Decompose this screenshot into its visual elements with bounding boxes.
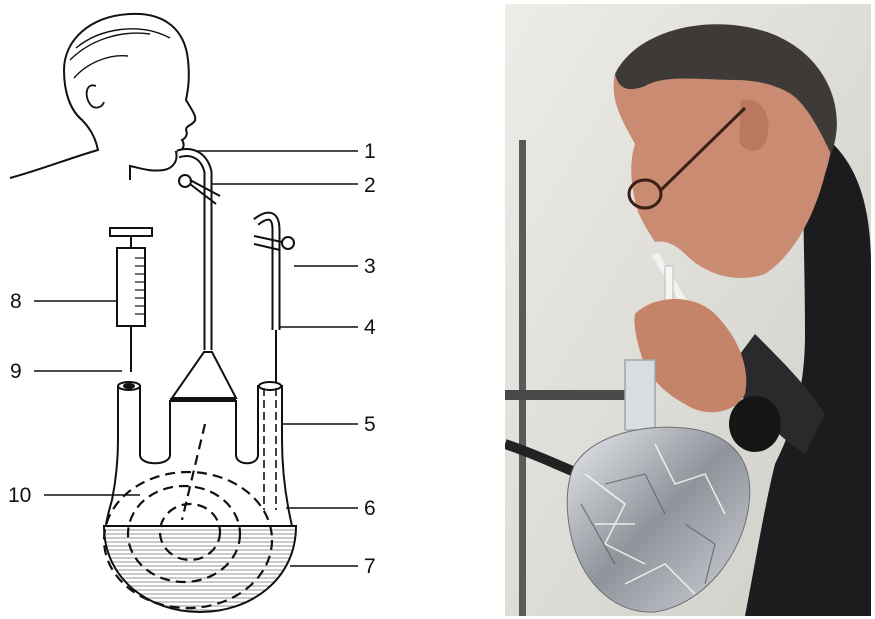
callout-1: 1 — [364, 141, 376, 162]
callout-9: 9 — [10, 361, 22, 382]
syringe — [110, 228, 152, 372]
callout-8: 8 — [10, 291, 22, 312]
small-tube — [665, 266, 673, 300]
apparatus-drawing — [0, 0, 470, 619]
clamp-2 — [179, 175, 220, 204]
photo-illustration — [505, 4, 871, 616]
callout-5: 5 — [364, 414, 376, 435]
apparatus-diagram: 1 2 3 4 5 6 7 8 9 10 — [0, 0, 470, 619]
callout-3: 3 — [364, 256, 376, 277]
callout-7: 7 — [364, 556, 376, 577]
stand-rod — [519, 140, 526, 616]
head-sketch — [10, 14, 195, 180]
demonstration-photo — [505, 4, 871, 616]
funnel — [172, 352, 236, 398]
callout-6: 6 — [364, 498, 376, 519]
flask-neck — [625, 360, 655, 430]
stand-clamp — [505, 390, 625, 400]
callout-10: 10 — [8, 485, 31, 506]
water-bath — [104, 526, 296, 612]
callout-2: 2 — [364, 175, 376, 196]
watch — [729, 396, 781, 452]
callout-4: 4 — [364, 317, 376, 338]
dip-tube — [264, 388, 276, 510]
leader-lines — [34, 151, 358, 566]
